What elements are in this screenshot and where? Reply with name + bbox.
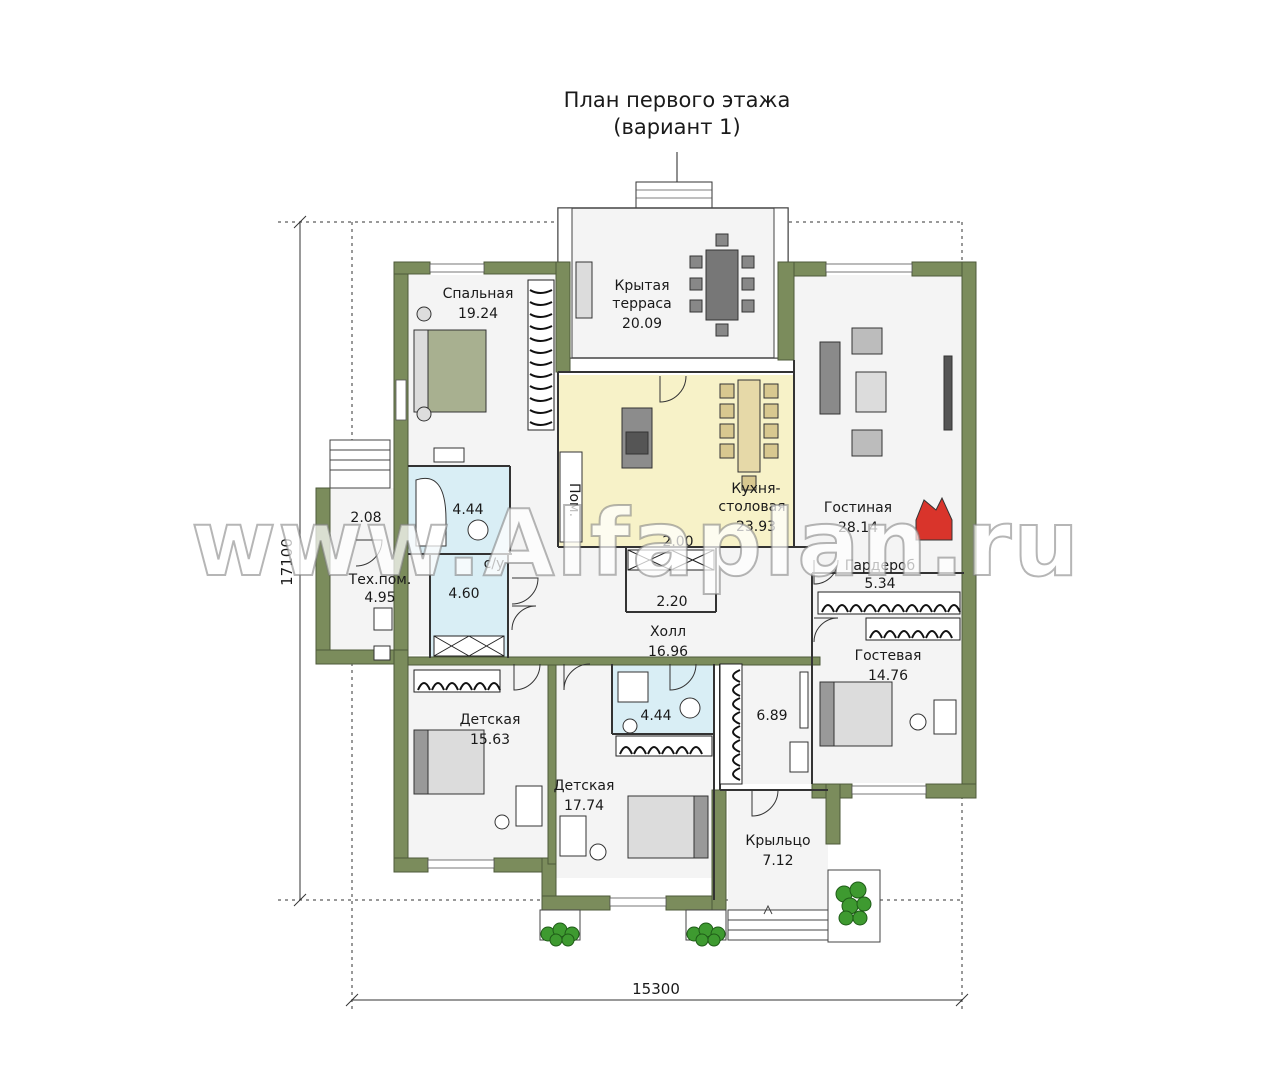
plant-icon bbox=[835, 881, 872, 926]
fireplace-icon bbox=[915, 496, 953, 541]
wardrobe-name: Гардероб bbox=[845, 558, 915, 574]
bedroom-bed-icon bbox=[413, 306, 487, 422]
terrace-name-2: терраса bbox=[612, 296, 671, 312]
kids1-area: 15.63 bbox=[470, 732, 510, 748]
coffee-table-icon bbox=[855, 371, 887, 413]
sink-icon bbox=[433, 447, 465, 463]
partitions bbox=[408, 360, 964, 900]
kids2-area: 17.74 bbox=[564, 798, 604, 814]
kitchen-counter-icon bbox=[559, 451, 583, 543]
kids1-desk-icon bbox=[515, 785, 543, 827]
guest-area: 14.76 bbox=[868, 668, 908, 684]
vestibule-area: 6.89 bbox=[756, 708, 787, 724]
plants bbox=[540, 881, 872, 947]
kids1-name: Детская bbox=[460, 712, 521, 728]
kids2-chair-icon bbox=[589, 843, 607, 861]
storage-a-area: 2.00 bbox=[662, 534, 693, 550]
bath-bottom-area: 4.44 bbox=[640, 708, 671, 724]
terrace-area: 20.09 bbox=[622, 316, 662, 332]
pantry-label: Пом. bbox=[566, 483, 582, 517]
kitchen-name-2: столовая bbox=[718, 499, 785, 515]
tv-icon bbox=[943, 355, 953, 431]
guest-name: Гостевая bbox=[855, 648, 922, 664]
mirror-icon bbox=[799, 671, 809, 729]
laundry-area: 2.08 bbox=[350, 510, 381, 526]
terrace-name-1: Крытая bbox=[614, 278, 669, 294]
small-room-label: с/у bbox=[484, 556, 505, 572]
armchair-icon bbox=[851, 327, 883, 355]
walls bbox=[315, 261, 977, 911]
shower-icon bbox=[617, 671, 649, 703]
kitchen-area: 23.93 bbox=[736, 519, 776, 535]
terrace-steps bbox=[635, 181, 713, 209]
terrace-bench-icon bbox=[575, 261, 593, 319]
plan-title-line1: План первого этажа bbox=[564, 88, 791, 112]
living-sofa-icon bbox=[819, 341, 841, 415]
boiler-icon bbox=[373, 607, 393, 631]
dimension-width: 15300 bbox=[632, 980, 680, 998]
bedroom-area: 19.24 bbox=[458, 306, 498, 322]
cooktop-icon bbox=[625, 431, 649, 455]
closets bbox=[413, 279, 961, 785]
wardrobe-area: 5.34 bbox=[864, 576, 895, 592]
watermark: www.Alfaplan.ru bbox=[191, 490, 1081, 597]
armchair-icon bbox=[851, 429, 883, 457]
toilet-icon bbox=[467, 519, 489, 541]
windows bbox=[395, 263, 927, 907]
dimension-height: 17100 bbox=[278, 538, 296, 586]
living-area: 28.14 bbox=[838, 520, 878, 536]
bath-left-area: 4.44 bbox=[452, 502, 483, 518]
porch-area: 7.12 bbox=[762, 853, 793, 869]
tech-name: Тех.пом. bbox=[348, 572, 412, 588]
storage-b-area: 2.20 bbox=[656, 594, 687, 610]
washer-icon bbox=[373, 645, 391, 661]
terrace-dining-table-icon bbox=[689, 233, 755, 337]
sink-icon bbox=[622, 718, 638, 734]
tech-area: 4.95 bbox=[364, 590, 395, 606]
toilet-icon bbox=[679, 697, 701, 719]
living-name: Гостиная bbox=[824, 500, 892, 516]
hall-area: 16.96 bbox=[648, 644, 688, 660]
kids1-chair-icon bbox=[494, 814, 510, 830]
hall-name: Холл bbox=[650, 624, 686, 640]
doors bbox=[355, 375, 839, 817]
kids2-desk-icon bbox=[559, 815, 587, 857]
guest-chair-icon bbox=[909, 713, 927, 731]
room-labels: Крытая терраса 20.09 Спальная 19.24 Кухн… bbox=[348, 278, 922, 869]
guest-desk-icon bbox=[933, 699, 957, 735]
shoe-cabinet-icon bbox=[789, 741, 809, 773]
bathtub-icon bbox=[415, 478, 447, 547]
plan-title: План первого этажа (вариант 1) bbox=[564, 88, 791, 207]
furniture bbox=[373, 233, 957, 861]
bath-mid-area: 4.60 bbox=[448, 586, 479, 602]
porch-name: Крыльцо bbox=[745, 833, 810, 849]
kitchen-name-1: Кухня- bbox=[731, 481, 780, 497]
kitchen-dining-table-icon bbox=[719, 379, 779, 491]
plan-title-line2: (вариант 1) bbox=[613, 115, 740, 139]
plant-icon bbox=[540, 922, 580, 947]
plant-icon bbox=[686, 922, 726, 947]
side-steps bbox=[329, 439, 391, 489]
bedroom-name: Спальная bbox=[443, 286, 514, 302]
kids2-name: Детская bbox=[554, 778, 615, 794]
